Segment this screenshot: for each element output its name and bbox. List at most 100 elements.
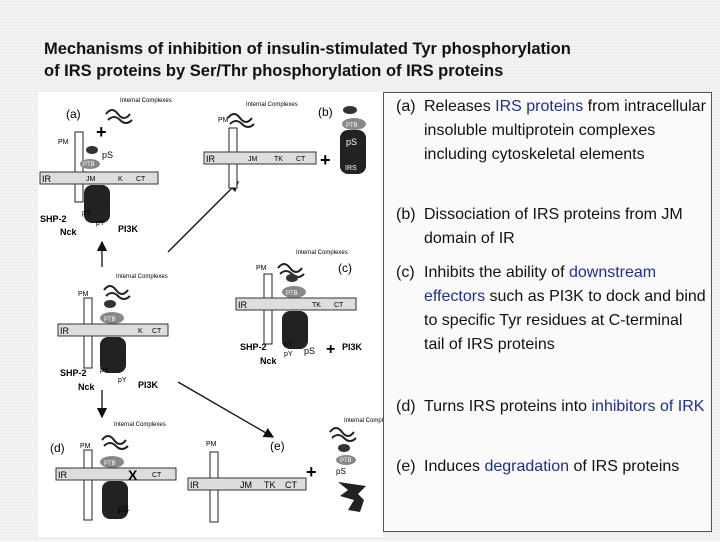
panel-a-cytoskeleton-icon (105, 109, 133, 124)
panel-c-py1: pY (284, 341, 293, 348)
mechanism-text-part: Turns IRS proteins into (424, 398, 592, 415)
panel-a-py1: pY (82, 210, 91, 217)
mechanism-label: (c) (396, 264, 415, 281)
mechanism-text: Releases IRS proteins from intracellular… (396, 95, 706, 167)
intermediate-pm: PM (78, 291, 89, 298)
panel-b-irs-body (340, 130, 366, 174)
panel-d-irs-body (102, 481, 128, 519)
mechanism-item: (d) Turns IRS proteins into inhibitors o… (396, 395, 706, 419)
panel-c-ptb (282, 286, 306, 298)
panel-b-plus: + (320, 150, 331, 170)
panel-c-pi3k: PI3K (342, 342, 363, 352)
intermediate-shp2: SHP-2 (60, 368, 87, 378)
title-line-1: Mechanisms of inhibition of insulin-stim… (44, 40, 571, 58)
mechanism-item: (e) Induces degradation of IRS proteins (396, 455, 706, 479)
panel-b-ptb-text: PTB (346, 123, 358, 129)
mechanism-text: Turns IRS proteins into inhibitors of IR… (396, 395, 706, 419)
panel-b-label: (b) (318, 105, 333, 119)
panel-b-tk: TK (274, 156, 283, 163)
panel-e-ct: CT (285, 480, 297, 490)
panel-b-ct: CT (296, 156, 306, 163)
panel-c-ph (286, 274, 298, 282)
panel-c-py2: pY (284, 351, 293, 358)
intermediate-ct: CT (152, 328, 162, 335)
panel-b-ir: IR (206, 154, 216, 164)
panel-c-ir: IR (238, 300, 248, 310)
intermediate-ir: IR (60, 326, 70, 336)
panel-e-tk: TK (264, 480, 276, 490)
panel-a-internal-complexes: Internal Complexes (120, 98, 172, 104)
panel-c-receptor (235, 297, 357, 311)
panel-e-cytoskeleton-icon (329, 427, 357, 442)
panel-e-pm: PM (206, 441, 217, 448)
mechanism-highlight: degradation (484, 458, 569, 475)
intermediate-receptor (57, 323, 169, 337)
intermediate-pi3k: PI3K (138, 380, 159, 390)
panel-c-ptb-text: PTB (286, 291, 298, 297)
panel-d-membrane (83, 449, 93, 521)
panel-a-irs-body (84, 185, 110, 223)
panel-a-shp2: SHP-2 (40, 214, 67, 224)
panel-d: (d) Internal Complexes PM PTB IR X CT pS (50, 422, 177, 521)
panel-d-pm: PM (80, 443, 91, 450)
panel-d-internal-complexes: Internal Complexes (114, 422, 166, 428)
panel-e-ps: pS (336, 467, 346, 476)
mechanism-item: (a) Releases IRS proteins from intracell… (396, 95, 706, 167)
panel-e-label: (e) (270, 439, 285, 453)
panel-a-ptb-text: PTB (83, 162, 95, 168)
mechanism-text: Dissociation of IRS proteins from JM dom… (396, 203, 706, 251)
mechanism-text-part: Induces (424, 458, 485, 475)
mechanism-item: (c) Inhibits the ability of downstream e… (396, 261, 706, 357)
mechanism-label: (e) (396, 458, 416, 475)
intermediate-ptb-text: PTB (104, 317, 116, 323)
intermediate-cytoskeleton-icon (103, 285, 131, 300)
mechanism-item: (b) Dissociation of IRS proteins from JM… (396, 203, 706, 251)
intermediate-ptb (100, 312, 124, 324)
panel-a-pm: PM (58, 139, 69, 146)
panel-b-ps: pS (346, 137, 357, 147)
panel-d-ptb (100, 456, 124, 468)
panel-c-ct: CT (334, 302, 344, 309)
panel-a-py2: pY (96, 220, 105, 227)
mechanism-label: (d) (396, 398, 416, 415)
intermediate-internal-complexes: Internal Complexes (116, 274, 168, 280)
mechanism-text-part: Inhibits the ability of (424, 264, 569, 281)
panel-c-plus: + (326, 341, 335, 358)
mechanism-text: Induces degradation of IRS proteins (396, 455, 706, 479)
panel-a-nck: Nck (60, 227, 78, 237)
panel-a-membrane (74, 131, 84, 203)
panel-e: (e) Internal Complexes PM IR JM TK CT + … (187, 418, 396, 523)
slide-title: Mechanisms of inhibition of insulin-stim… (44, 38, 704, 82)
panel-c-nck: Nck (260, 356, 278, 366)
panel-c-shp2: SHP-2 (240, 342, 267, 352)
panel-b: (b) Internal Complexes PM PTB pS IRS + I… (203, 102, 366, 189)
panel-d-receptor (55, 467, 177, 481)
panel-a-ps: pS (102, 150, 113, 160)
diagram-svg: (a) Internal Complexes + PM pS PTB IR JM… (39, 98, 396, 523)
panel-a-plus: + (96, 122, 107, 142)
mechanism-text-part: Releases (424, 98, 496, 115)
panel-d-label: (d) (50, 441, 65, 455)
panel-c-irs-body (282, 311, 308, 349)
panel-a-label: (a) (66, 107, 81, 121)
intermediate-irs-body (100, 337, 126, 373)
arrow-a-to-c (167, 181, 239, 253)
mechanisms-list: (a) Releases IRS proteins from intracell… (383, 92, 712, 532)
panel-a-jm: JM (86, 176, 96, 183)
panel-a-ph (86, 146, 98, 154)
panel-a-ptb (80, 159, 100, 169)
panel-b-irs: IRS (345, 165, 357, 172)
panel-e-jm: JM (240, 480, 252, 490)
mechanism-diagram: (a) Internal Complexes + PM pS PTB IR JM… (38, 92, 396, 537)
panel-intermediate: Internal Complexes PM PTB IR K CT SHP-2 … (57, 274, 169, 392)
panel-b-ph (343, 106, 357, 114)
panel-e-degraded-irs-icon (338, 482, 366, 512)
intermediate-ph (104, 300, 116, 308)
panel-b-pm: PM (218, 117, 229, 124)
panel-c: (c) Internal Complexes PM PTB IR TK CT S… (235, 250, 363, 366)
mechanism-text-part: from intracellular insoluble multiprotei… (424, 98, 706, 163)
panel-d-ir: IR (58, 470, 68, 480)
panel-a: (a) Internal Complexes + PM pS PTB IR JM… (39, 98, 172, 237)
panel-a-ir: IR (42, 174, 52, 184)
panel-a-k: K (118, 176, 123, 183)
